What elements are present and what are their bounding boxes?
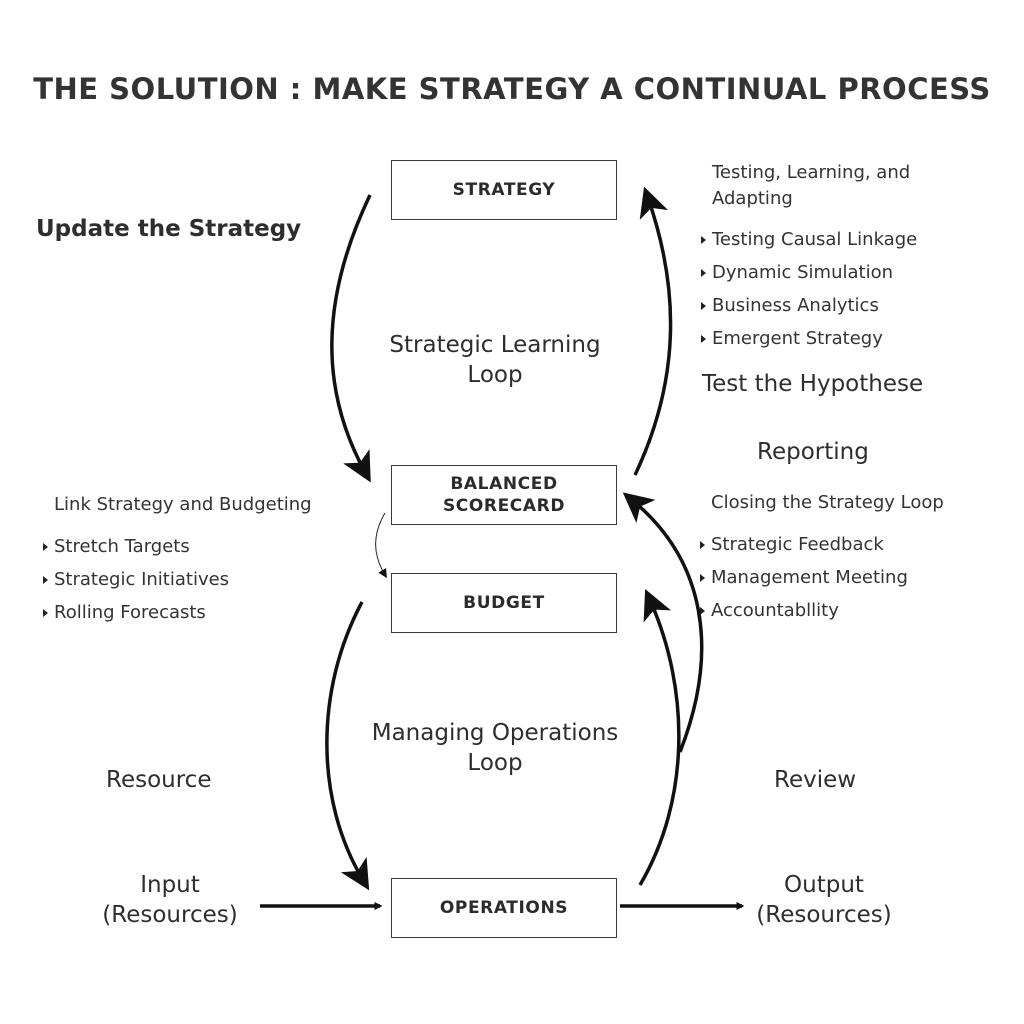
review-label: Review (774, 767, 857, 793)
closing-loop-list: Strategic Feedback Management Meeting Ac… (700, 528, 908, 627)
resource-arrow (325, 601, 370, 891)
list-item: Stretch Targets (43, 530, 229, 563)
reporting-label: Reporting (757, 439, 869, 465)
budget-box: BUDGET (391, 573, 617, 633)
closing-strategy-loop-heading: Closing the Strategy Loop (711, 492, 944, 513)
output-label: Output (Resources) (724, 871, 924, 931)
operations-box: OPERATIONS (391, 878, 617, 938)
list-item: Strategic Initiatives (43, 563, 229, 596)
update-strategy-arrow (330, 194, 372, 483)
testing-list: Testing Causal Linkage Dynamic Simulatio… (701, 223, 917, 355)
list-item: Emergent Strategy (701, 322, 917, 355)
strategy-box: STRATEGY (391, 160, 617, 220)
resource-label: Resource (106, 767, 212, 793)
link-strategy-budgeting-heading: Link Strategy and Budgeting (54, 494, 312, 515)
output-title: Output (784, 872, 864, 898)
review-to-budget-arrow (638, 589, 681, 886)
page-title: THE SOLUTION : MAKE STRATEGY A CONTINUAL… (33, 72, 991, 106)
list-item: Dynamic Simulation (701, 256, 917, 289)
balanced-scorecard-label: BALANCED SCORECARD (442, 473, 566, 516)
update-strategy-label: Update the Strategy (36, 216, 302, 242)
list-item: Management Meeting (700, 561, 908, 594)
input-subtitle: (Resources) (102, 901, 238, 928)
reporting-arrow (622, 492, 704, 753)
test-hypothese-label: Test the Hypothese (702, 371, 924, 397)
input-title: Input (140, 872, 200, 898)
test-hypothese-arrow (633, 186, 673, 476)
list-item: Business Analytics (701, 289, 917, 322)
testing-learning-heading: Testing, Learning, and Adapting (712, 162, 911, 210)
input-label: Input (Resources) (70, 871, 270, 931)
balanced-scorecard-box: BALANCED SCORECARD (391, 465, 617, 525)
scorecard-to-budget-arrow (375, 512, 387, 579)
list-item: Strategic Feedback (700, 528, 908, 561)
list-item: Testing Causal Linkage (701, 223, 917, 256)
strategic-learning-loop-label: Strategic Learning Loop (389, 332, 601, 388)
managing-operations-loop-label: Managing Operations Loop (371, 720, 619, 776)
link-strategy-list: Stretch Targets Strategic Initiatives Ro… (43, 530, 229, 629)
list-item: Accountabllity (700, 594, 908, 627)
list-item: Rolling Forecasts (43, 596, 229, 629)
output-subtitle: (Resources) (756, 901, 892, 928)
